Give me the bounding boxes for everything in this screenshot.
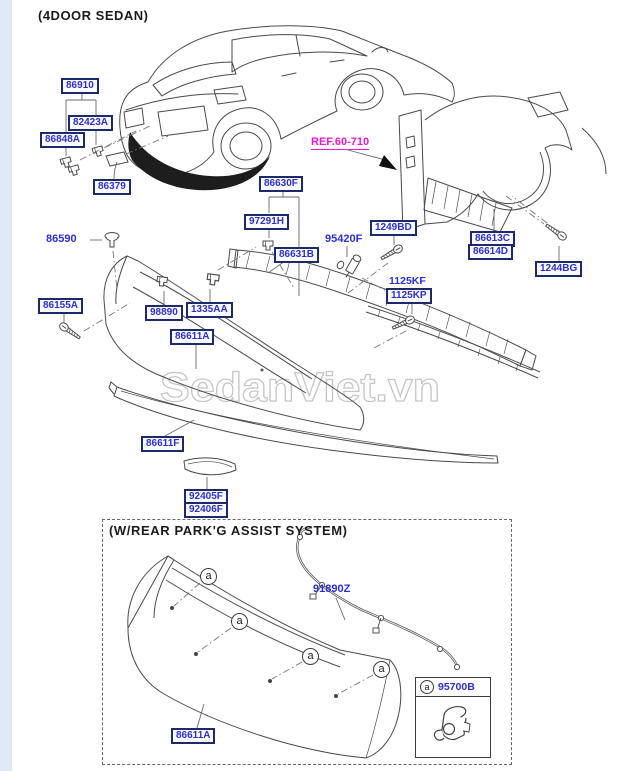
car-drawing — [119, 25, 455, 191]
pad-icon — [105, 151, 129, 167]
reflector-drawing — [183, 457, 237, 476]
clip-icon — [155, 275, 169, 288]
screw-icon — [57, 320, 83, 342]
clip-icon — [91, 145, 105, 158]
bulb-socket-icon — [336, 254, 362, 278]
screw-icon — [390, 314, 417, 332]
part-label-1335AA[interactable]: 1335AA — [186, 302, 233, 318]
sensor-legend-header: a 95700B — [416, 678, 490, 697]
screw-icon — [543, 221, 569, 243]
part-label-92406F[interactable]: 92406F — [184, 502, 228, 518]
part-label-86611A-park[interactable]: 86611A — [171, 728, 216, 744]
part-label-91890Z[interactable]: 91890Z — [313, 583, 351, 595]
part-label-86630F[interactable]: 86630F — [259, 176, 303, 192]
part-label-86614D[interactable]: 86614D — [468, 244, 514, 260]
harness-drawing — [296, 525, 461, 671]
part-label-98890[interactable]: 98890 — [145, 305, 183, 321]
fender-drawing — [398, 91, 607, 233]
part-label-86611A[interactable]: 86611A — [170, 329, 215, 345]
part-label-1125KF[interactable]: 1125KF — [389, 275, 426, 287]
clip-icon — [205, 273, 220, 287]
clip-icon — [262, 240, 274, 251]
page-left-gutter — [0, 0, 12, 771]
part-label-1249BD[interactable]: 1249BD — [370, 220, 417, 236]
part-label-95700B[interactable]: 95700B — [438, 681, 475, 693]
page-title: (4DOOR SEDAN) — [38, 8, 149, 23]
part-label-97291H[interactable]: 97291H — [244, 214, 290, 230]
grommet-icon — [104, 232, 120, 248]
part-label-86611F[interactable]: 86611F — [141, 436, 185, 452]
part-label-86590[interactable]: 86590 — [46, 233, 77, 245]
splash-guard-hatched — [423, 177, 513, 233]
lower-strip-drawing — [108, 381, 499, 464]
park-assist-section: (W/REAR PARK'G ASSIST SYSTEM) — [102, 519, 512, 765]
hardware-icons — [57, 145, 569, 342]
park-solid-leaders — [196, 597, 346, 729]
part-label-86848A[interactable]: 86848A — [40, 132, 86, 148]
ref-arrowhead — [379, 155, 397, 170]
park-sensor-icon — [433, 705, 471, 741]
part-label-86631B[interactable]: 86631B — [274, 247, 320, 263]
leader-lines — [63, 91, 560, 489]
part-label-1125KP[interactable]: 1125KP — [386, 288, 432, 304]
part-label-95420F[interactable]: 95420F — [325, 233, 363, 245]
legend-marker-a: a — [420, 680, 434, 694]
part-label-1244BG[interactable]: 1244BG — [535, 261, 583, 277]
bumper-beam-drawing — [227, 248, 541, 379]
part-label-82423A[interactable]: 82423A — [68, 115, 114, 131]
part-label-86155A[interactable]: 86155A — [38, 298, 84, 314]
callout-marker-a: a — [373, 661, 390, 678]
sensor-legend-box: a 95700B — [415, 677, 491, 758]
part-label-86910[interactable]: 86910 — [61, 78, 99, 94]
part-label-86379[interactable]: 86379 — [93, 179, 131, 195]
park-leader-lines — [173, 582, 374, 695]
dash-dot-leaders — [79, 125, 548, 350]
screw-icon — [379, 242, 405, 263]
callout-marker-a: a — [231, 613, 248, 630]
ref-callout-label[interactable]: REF.60-710 — [311, 136, 370, 150]
clip-icon — [67, 164, 81, 177]
callout-marker-a: a — [200, 568, 217, 585]
park-assist-title: (W/REAR PARK'G ASSIST SYSTEM) — [109, 523, 348, 538]
dark-bumper-shading — [128, 132, 270, 191]
callout-marker-a: a — [302, 648, 319, 665]
